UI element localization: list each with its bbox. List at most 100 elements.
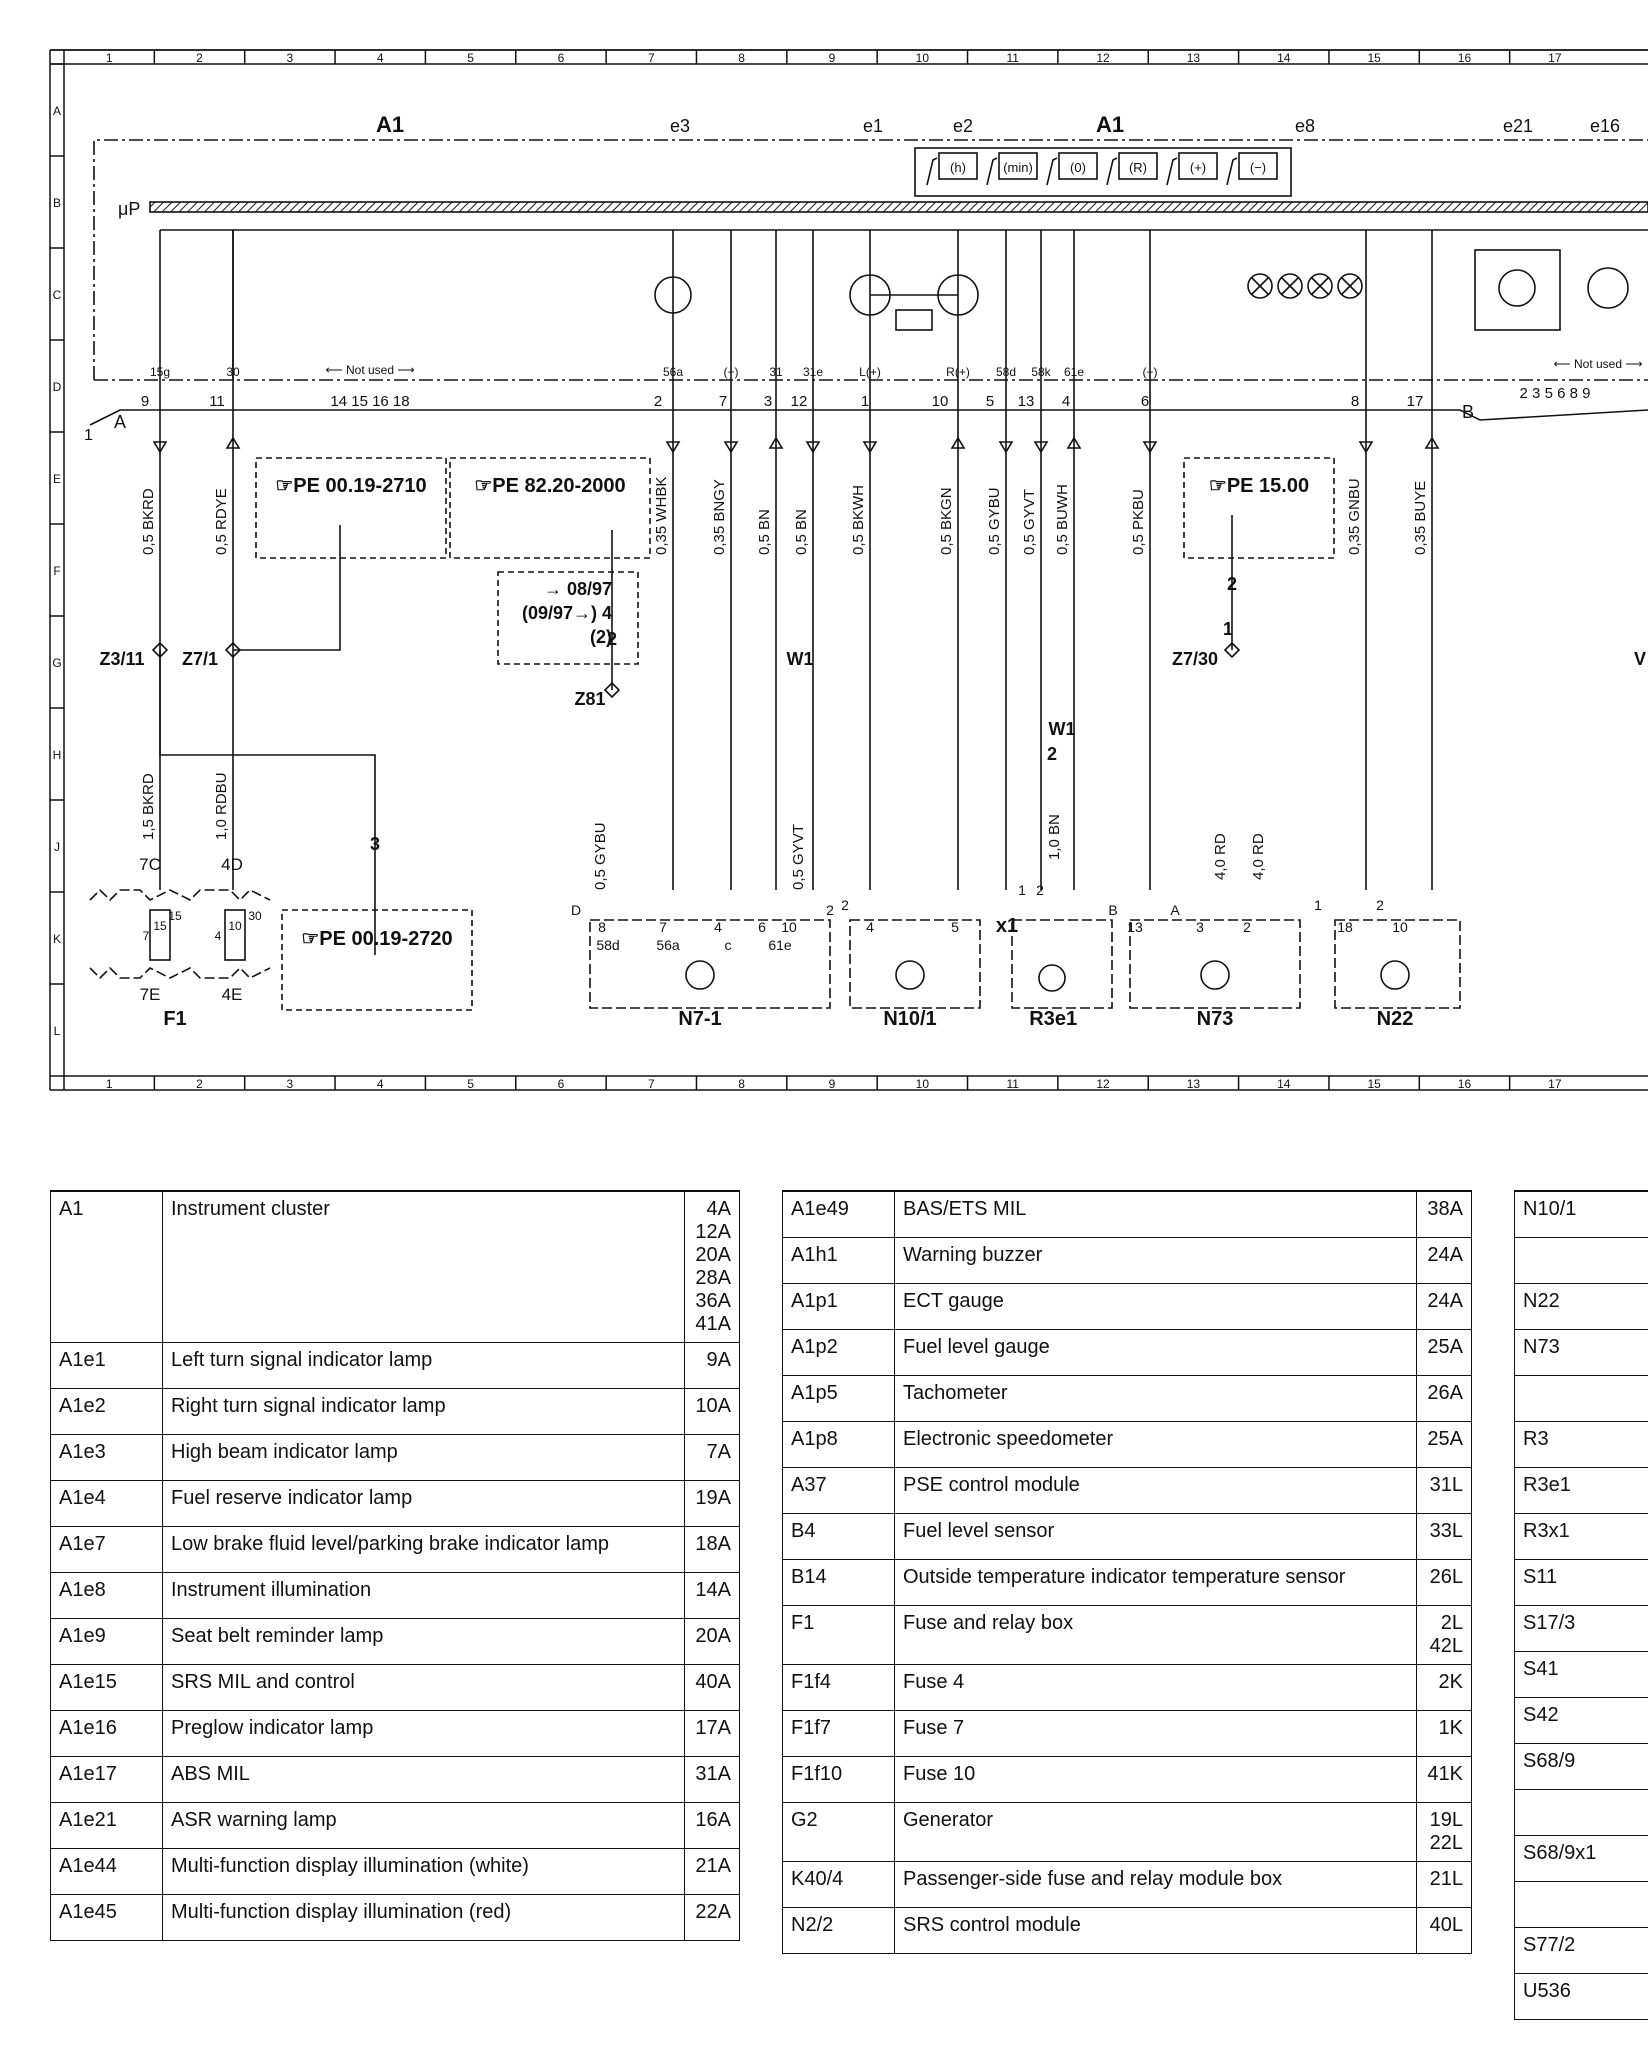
legend-ref: 10A xyxy=(684,1388,740,1435)
wire-color-label: 1,5 BKRD xyxy=(140,773,157,840)
component-pin-label: A xyxy=(1170,902,1180,918)
grid-row-label: F xyxy=(53,564,60,578)
component-pin-label: 4 xyxy=(866,919,874,935)
lamp-x xyxy=(1341,277,1359,295)
grid-col-label: 12 xyxy=(1096,51,1110,65)
legend-desc: ECT gauge xyxy=(894,1283,1417,1330)
grid-col-label: 9 xyxy=(829,51,836,65)
pin-top-label: 58d xyxy=(996,365,1016,379)
component-label: F1 xyxy=(163,1008,186,1030)
wiring-diagram: 1122334455667788991010111112121313141415… xyxy=(49,49,1648,1091)
wire-color-label: 0,5 BUWH xyxy=(1054,484,1071,555)
reference-box xyxy=(281,909,473,1011)
pin-top-label: 61e xyxy=(1064,365,1084,379)
switch-cell xyxy=(938,152,978,180)
component-label: e1 xyxy=(1055,1008,1077,1030)
grid-col-label: 5 xyxy=(467,1077,474,1091)
legend-desc: Instrument illumination xyxy=(162,1572,685,1619)
grid-row-label: G xyxy=(52,656,61,670)
component-pin-label: 6 xyxy=(758,919,766,935)
pin-bottom-label: 17 xyxy=(1407,393,1424,410)
grid-col-label: 12 xyxy=(1096,1077,1110,1091)
splice-label: Z81 xyxy=(574,689,605,709)
legend-desc: BAS/ETS MIL xyxy=(894,1190,1417,1238)
module-label: e3 xyxy=(670,116,690,136)
legend-code: A37 xyxy=(782,1467,895,1514)
component-pin-label: 18 xyxy=(1337,919,1353,935)
transistor-icon xyxy=(685,960,715,990)
date-note-label: (2) xyxy=(590,627,612,647)
pin-bottom-label: 9 xyxy=(141,393,149,410)
pin-top-label: R(+) xyxy=(946,365,970,379)
legend-code: F1f7 xyxy=(782,1710,895,1757)
wire-to-ref xyxy=(159,650,376,955)
grid-col-label: 3 xyxy=(287,51,294,65)
legend-code: A1e1 xyxy=(50,1342,163,1389)
warning-triangle-icon xyxy=(1498,269,1536,307)
grid-col-label: 15 xyxy=(1367,1077,1381,1091)
module-label: e21 xyxy=(1503,116,1533,136)
legend-desc: Right turn signal indicator lamp xyxy=(162,1388,685,1435)
pin-top-label: (+) xyxy=(1143,365,1158,379)
legend-code xyxy=(1514,1881,1648,1928)
legend-row: S11 xyxy=(1514,1559,1648,1606)
legend-row: S42 xyxy=(1514,1697,1648,1744)
wire-color-label: 0,5 RDYE xyxy=(213,488,230,555)
legend-ref: 40L xyxy=(1416,1907,1472,1954)
pin-arrow xyxy=(862,441,878,454)
pin-top-label: 56a xyxy=(663,365,683,379)
legend-code: U536 xyxy=(1514,1973,1648,2020)
fuse-block-outline xyxy=(89,966,271,980)
legend-desc: PSE control module xyxy=(894,1467,1417,1514)
legend-row: S68/9 xyxy=(1514,1743,1648,1790)
legend-code xyxy=(1514,1789,1648,1836)
switch-contact xyxy=(1046,157,1058,186)
legend-desc: High beam indicator lamp xyxy=(162,1434,685,1481)
component-pin-label: 10 xyxy=(1392,919,1408,935)
legend-desc: SRS control module xyxy=(894,1907,1417,1954)
legend-row: R3 xyxy=(1514,1421,1648,1468)
fuse-label: 4D xyxy=(221,855,243,874)
component-pin-label: D xyxy=(571,902,581,918)
grid-col-label: 13 xyxy=(1187,51,1201,65)
wire-color-label: 0,35 WHBK xyxy=(653,477,670,555)
legend-code: A1e2 xyxy=(50,1388,163,1435)
wire-color-label: 0,5 GYBU xyxy=(986,487,1003,555)
fuse-block-outline xyxy=(89,888,271,902)
grid-col-label: 14 xyxy=(1277,1077,1291,1091)
legend-code: S11 xyxy=(1514,1559,1648,1606)
legend-row: N10/1 xyxy=(1514,1190,1648,1238)
component-label: N73 xyxy=(1197,1008,1234,1030)
legend-code: F1 xyxy=(782,1605,895,1665)
component-box xyxy=(589,919,831,1009)
pin-top-label: 30 xyxy=(226,365,240,379)
grid-col-label: 17 xyxy=(1548,1077,1562,1091)
grid-row-label: L xyxy=(54,1024,61,1038)
legend-desc: Fuel level gauge xyxy=(894,1329,1417,1376)
grid-row-label: C xyxy=(53,288,62,302)
pin-arrow xyxy=(1033,441,1049,454)
component-pin-label: 2 xyxy=(1036,882,1044,898)
wire-color-label: 0,35 BNGY xyxy=(711,479,728,555)
component-pin-label: 10 xyxy=(781,919,797,935)
grid-col-label: 17 xyxy=(1548,51,1562,65)
component-pin-label: 7 xyxy=(659,919,667,935)
legend-desc: ABS MIL xyxy=(162,1756,685,1803)
reference-box xyxy=(449,457,651,559)
legend-ref: 26A xyxy=(1416,1375,1472,1422)
pin-arrow xyxy=(1066,436,1082,449)
grid-col-label: 11 xyxy=(1006,1077,1019,1091)
legend-code: R3x1 xyxy=(1514,1513,1648,1560)
